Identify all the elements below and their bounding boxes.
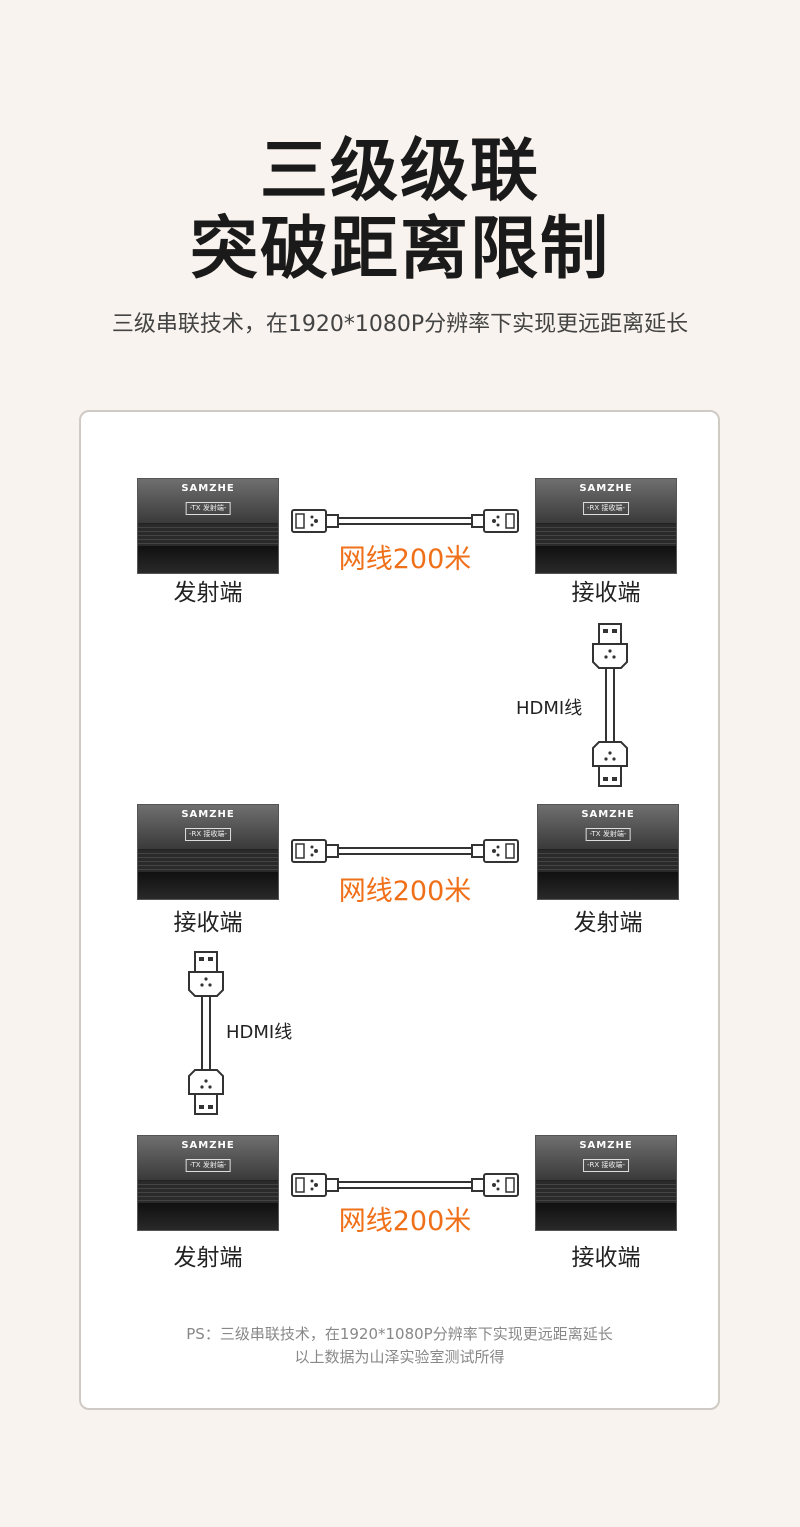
device-brand: SAMZHE	[181, 809, 235, 820]
lan-cable-icon-1	[291, 509, 519, 533]
hdmi-cable-label-1: HDMI线	[516, 698, 583, 719]
hdmi-cable-icon-1	[592, 623, 628, 787]
receiver-device-3: SAMZHE -RX 接收端-	[535, 1135, 677, 1231]
receiver-label-3: 接收端	[571, 1245, 641, 1271]
lan-cable-icon-3	[291, 1173, 519, 1197]
transmitter-label-1: 发射端	[173, 580, 243, 606]
receiver-device-2: SAMZHE -RX 接收端-	[137, 804, 279, 900]
footnote-line2: 以上数据为山泽实验室测试所得	[294, 1348, 505, 1366]
receiver-label-2: 接收端	[173, 910, 243, 936]
receiver-device-1: SAMZHE -RX 接收端-	[535, 478, 677, 574]
device-tag: -RX 接收端-	[185, 828, 231, 841]
lan-cable-label-3: 网线200米	[338, 1206, 472, 1237]
device-brand: SAMZHE	[579, 483, 633, 494]
page-title-line1: 三级级联	[259, 132, 540, 211]
transmitter-device-1: SAMZHE -TX 发射端-	[137, 478, 279, 574]
lan-cable-icon-2	[291, 839, 519, 863]
device-tag: -TX 发射端-	[185, 502, 231, 515]
device-brand: SAMZHE	[579, 1140, 633, 1151]
device-brand: SAMZHE	[181, 1140, 235, 1151]
lan-cable-label-1: 网线200米	[338, 544, 472, 575]
device-tag: -RX 接收端-	[583, 1159, 629, 1172]
device-tag: -TX 发射端-	[185, 1159, 231, 1172]
page-subtitle: 三级串联技术，在1920*1080P分辨率下实现更远距离延长	[111, 312, 689, 337]
transmitter-device-3: SAMZHE -TX 发射端-	[137, 1135, 279, 1231]
transmitter-label-3: 发射端	[173, 1245, 243, 1271]
transmitter-label-2: 发射端	[573, 910, 643, 936]
receiver-label-1: 接收端	[571, 580, 641, 606]
page-title-line2: 突破距离限制	[189, 210, 610, 289]
device-tag: -RX 接收端-	[583, 502, 629, 515]
cascade-diagram-panel	[79, 410, 720, 1410]
device-brand: SAMZHE	[181, 483, 235, 494]
footnote-line1: PS：三级串联技术，在1920*1080P分辨率下实现更远距离延长	[186, 1325, 613, 1343]
device-brand: SAMZHE	[581, 809, 635, 820]
transmitter-device-2: SAMZHE -TX 发射端-	[537, 804, 679, 900]
lan-cable-label-2: 网线200米	[338, 876, 472, 907]
device-tag: -TX 发射端-	[585, 828, 631, 841]
hdmi-cable-label-2: HDMI线	[226, 1022, 293, 1043]
hdmi-cable-icon-2	[188, 951, 224, 1115]
